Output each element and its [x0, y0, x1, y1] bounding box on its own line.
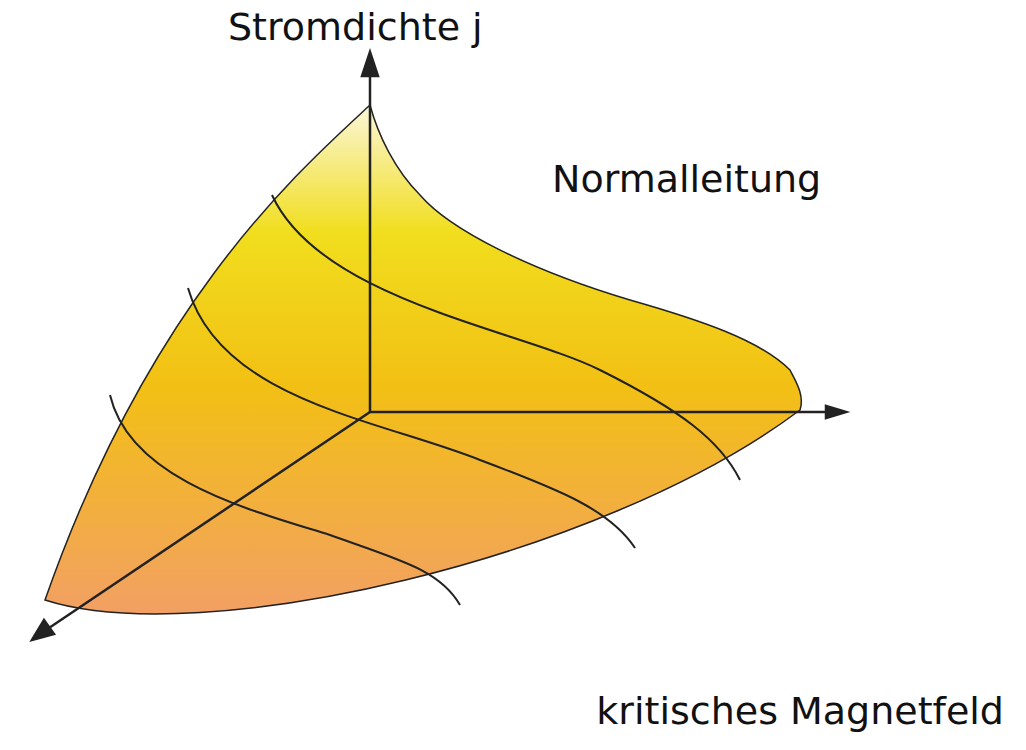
axis-label: Stromdichte j — [228, 6, 483, 50]
axes — [32, 52, 846, 640]
axis-label: kritisches Magnetfeld — [596, 690, 1004, 734]
axis-label: Normalleitung — [552, 158, 821, 202]
contour-lines — [110, 195, 740, 605]
